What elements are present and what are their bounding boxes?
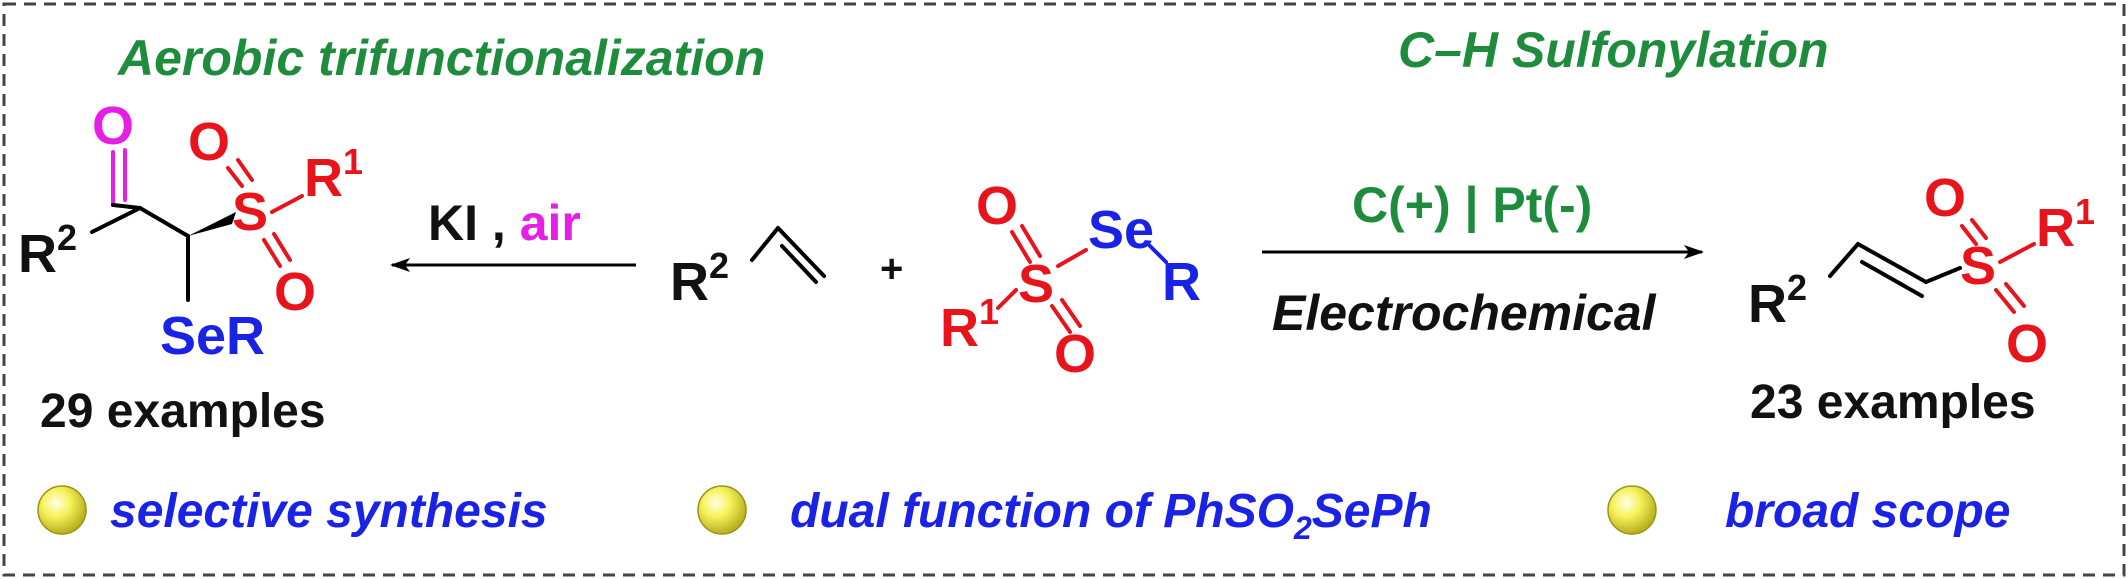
sulfonyl-oxygen-top-right: O bbox=[1924, 168, 1966, 228]
feature-broad-scope: broad scope bbox=[1725, 485, 2010, 538]
right-reaction-method: Electrochemical bbox=[1272, 285, 1657, 341]
heading-ch-sulfonylation: C–H Sulfonylation bbox=[1398, 22, 1829, 78]
so2-oxygen-top: O bbox=[976, 176, 1018, 236]
so2-oxygen-bottom: O bbox=[1054, 324, 1096, 384]
left-examples-count: 29 examples bbox=[40, 385, 326, 438]
r2-label-alkene: R2 bbox=[670, 245, 729, 312]
alkene-substrate: R2 bbox=[670, 226, 826, 312]
product-vinyl-sulfone: R2 S O R1 O bbox=[1748, 168, 2095, 374]
r2-label-right: R2 bbox=[1748, 267, 1807, 334]
r2-label: R2 bbox=[18, 217, 77, 284]
bullet-icon bbox=[37, 485, 87, 535]
right-reaction-conditions: C(+) | Pt(-) bbox=[1352, 177, 1592, 234]
right-examples-count: 23 examples bbox=[1750, 376, 2036, 429]
so2-sulfur: S bbox=[1018, 254, 1054, 314]
selenium-atom: Se bbox=[1088, 200, 1154, 260]
r1-label-left: R1 bbox=[304, 141, 363, 208]
sulfonyl-sulfur-left: S bbox=[232, 182, 268, 242]
bullet-icon bbox=[697, 485, 747, 535]
sulfonyl-oxygen-bottom-right: O bbox=[2006, 314, 2048, 374]
product-keto-sulfone-selenide: R2 O S O O R1 SeR bbox=[18, 96, 363, 366]
feature-dual-function: dual function of PhSO2SePh bbox=[790, 485, 1432, 546]
selenium-r-group: R bbox=[1162, 252, 1201, 312]
carbonyl-oxygen: O bbox=[92, 96, 134, 156]
sulfonyl-oxygen-top-left: O bbox=[188, 112, 230, 172]
heading-aerobic-trifunctionalization: Aerobic trifunctionalization bbox=[116, 30, 765, 86]
r1-label-reagent: R1 bbox=[940, 291, 999, 358]
feature-selective-synthesis: selective synthesis bbox=[110, 485, 548, 538]
sulfonyl-sulfur-right: S bbox=[1960, 236, 1996, 296]
selenosulfonate-reagent: O S Se R R1 O bbox=[940, 176, 1201, 384]
bullet-icon bbox=[1607, 485, 1657, 535]
plus-sign: + bbox=[880, 247, 903, 291]
left-reaction-conditions: KI , air bbox=[428, 195, 581, 251]
selenide-group: SeR bbox=[160, 306, 265, 366]
r1-label-right: R1 bbox=[2036, 191, 2095, 258]
sulfonyl-oxygen-bottom-left: O bbox=[274, 262, 316, 322]
